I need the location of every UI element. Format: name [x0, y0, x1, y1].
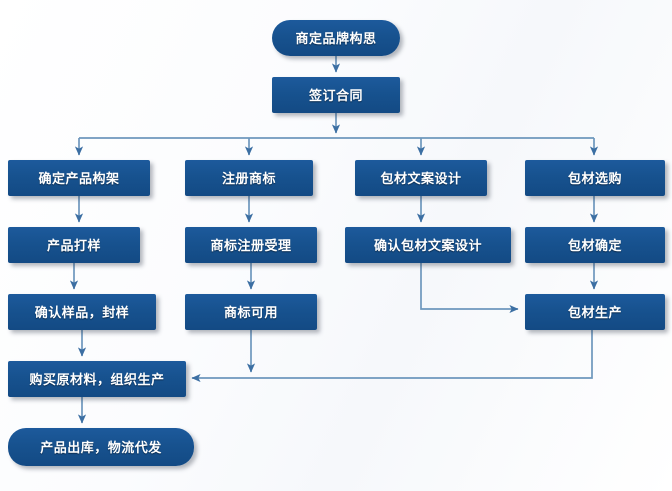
node-confirm-sample-sealing[interactable]: 确认样品，封样	[8, 294, 156, 330]
node-label: 产品出库，物流代发	[40, 439, 162, 455]
node-label: 注册商标	[221, 170, 276, 186]
node-label: 确认样品，封样	[34, 304, 130, 320]
node-label: 包材生产	[567, 304, 622, 320]
node-purchase-materials-organize-production[interactable]: 购买原材料，组织生产	[8, 361, 186, 397]
node-label: 商标可用	[223, 304, 278, 320]
node-label: 包材选购	[567, 170, 622, 186]
node-product-sampling[interactable]: 产品打样	[8, 227, 140, 263]
node-label: 包材文案设计	[380, 170, 462, 186]
node-label: 确定产品构架	[38, 170, 120, 186]
node-label: 签订合同	[308, 87, 363, 103]
node-label: 包材确定	[567, 237, 622, 253]
node-label: 商定品牌构思	[295, 30, 377, 46]
node-label: 购买原材料，组织生产	[29, 371, 165, 387]
node-product-shipment-logistics-dropship[interactable]: 产品出库，物流代发	[8, 428, 194, 466]
node-brand-concept[interactable]: 商定品牌构思	[272, 20, 400, 56]
node-label: 商标注册受理	[210, 237, 292, 253]
node-trademark-registration-accepted[interactable]: 商标注册受理	[185, 227, 317, 263]
edge-n9-n13	[420, 263, 519, 314]
node-packaging-selection[interactable]: 包材选购	[525, 160, 665, 196]
node-sign-contract[interactable]: 签订合同	[272, 77, 400, 113]
node-packaging-confirmed[interactable]: 包材确定	[525, 227, 665, 263]
node-trademark-available[interactable]: 商标可用	[185, 294, 317, 330]
node-register-trademark[interactable]: 注册商标	[185, 160, 313, 196]
node-packaging-production[interactable]: 包材生产	[525, 294, 665, 330]
node-packaging-copy-design[interactable]: 包材文案设计	[355, 160, 487, 196]
node-define-product-framework[interactable]: 确定产品构架	[8, 160, 150, 196]
edge-n13-n14	[191, 330, 593, 383]
node-label: 确认包材文案设计	[373, 237, 482, 253]
node-confirm-packaging-copy-design[interactable]: 确认包材文案设计	[345, 227, 511, 263]
node-label: 产品打样	[46, 237, 101, 253]
